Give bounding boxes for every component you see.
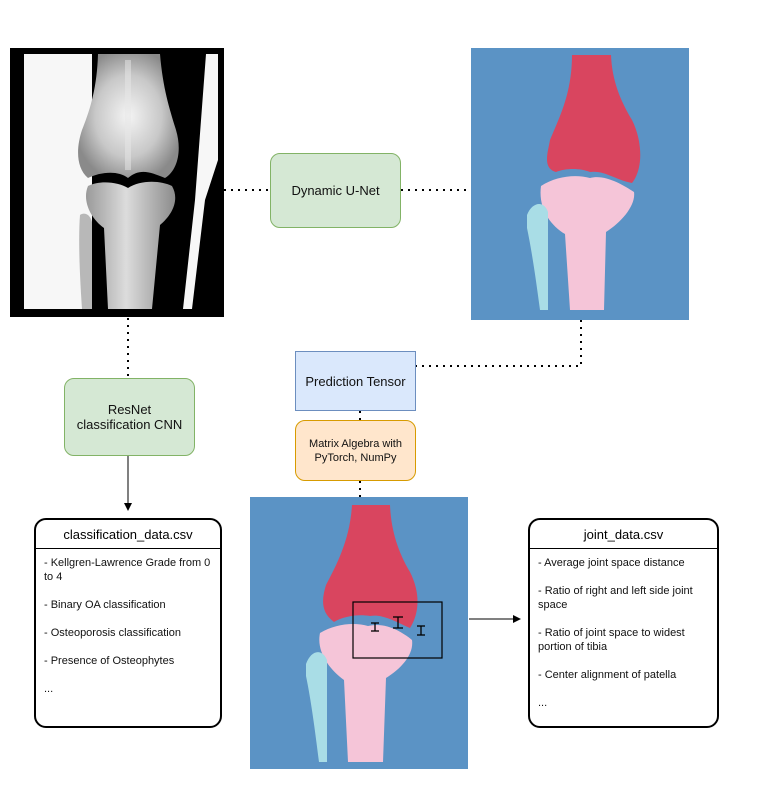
dynamic-unet-node: Dynamic U-Net	[270, 153, 401, 228]
knee-xray-image	[10, 48, 224, 317]
list-item: - Presence of Osteophytes	[44, 655, 175, 667]
list-item: - Ratio of joint space to widest portion…	[538, 627, 685, 653]
matrix-algebra-node: Matrix Algebra with PyTorch, NumPy	[295, 420, 416, 481]
connectors	[127, 189, 582, 497]
list-item: - Ratio of right and left side joint spa…	[538, 585, 693, 611]
prediction-tensor-node: Prediction Tensor	[295, 351, 416, 411]
knee-segmentation-mask-bottom	[250, 497, 468, 769]
joint-space-measurement-markers	[371, 616, 425, 636]
classification-data-card: classification_data.csv - Kellgren-Lawre…	[34, 518, 222, 728]
list-item: - Kellgren-Lawrence Grade from 0 to 4	[44, 557, 211, 583]
list-item: - Center alignment of patella	[538, 669, 677, 681]
list-item: - Average joint space distance	[538, 557, 685, 569]
list-item: ...	[44, 683, 54, 695]
list-item: - Binary OA classification	[44, 599, 166, 611]
resnet-node: ResNet classification CNN	[64, 378, 195, 456]
knee-segmentation-mask-top	[471, 48, 689, 320]
list-item: ...	[538, 697, 548, 709]
classification-card-title: classification_data.csv	[36, 520, 220, 549]
joint-list: - Average joint space distance - Ratio o…	[530, 549, 717, 710]
classification-list: - Kellgren-Lawrence Grade from 0 to 4 - …	[36, 549, 220, 696]
joint-card-title: joint_data.csv	[530, 520, 717, 549]
list-item: - Osteoporosis classification	[44, 627, 181, 639]
joint-data-card: joint_data.csv - Average joint space dis…	[528, 518, 719, 728]
joint-roi-box	[352, 601, 443, 659]
